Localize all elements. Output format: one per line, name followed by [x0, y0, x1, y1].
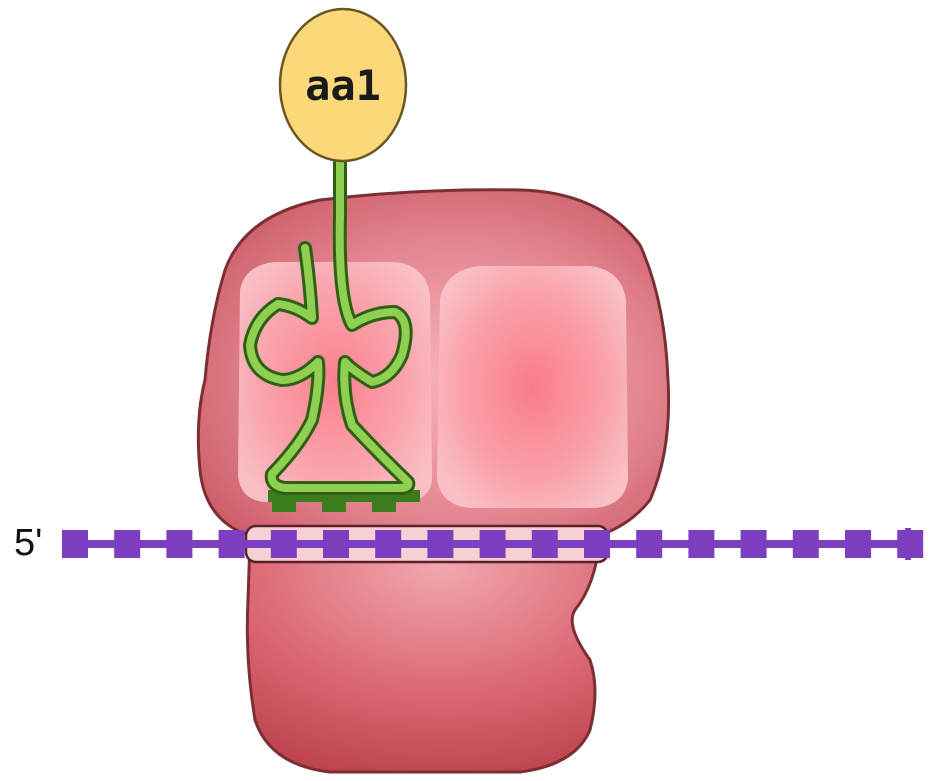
- mrna-base: [427, 530, 453, 558]
- mrna-base: [845, 530, 871, 558]
- a-site: [437, 266, 628, 508]
- mrna-base: [375, 530, 401, 558]
- mrna-base: [323, 530, 349, 558]
- mrna-base: [62, 530, 88, 558]
- anticodon-base-2: [322, 500, 346, 512]
- mrna-strand-icon: [62, 528, 923, 560]
- mrna-base: [219, 530, 245, 558]
- mrna-base: [793, 530, 819, 558]
- anticodon-base-3: [372, 500, 396, 512]
- mrna-base: [688, 530, 714, 558]
- mrna-base: [271, 530, 297, 558]
- mrna-3prime-end: [905, 528, 911, 560]
- mrna-base: [114, 530, 140, 558]
- mrna-base: [480, 530, 506, 558]
- mrna-base: [636, 530, 662, 558]
- amino-acid-label: aa1: [305, 61, 381, 110]
- five-prime-label: 5': [14, 522, 42, 564]
- mrna-base: [532, 530, 558, 558]
- small-ribosome-subunit: [247, 540, 600, 772]
- mrna-bases: [62, 530, 923, 558]
- mrna-base: [166, 530, 192, 558]
- mrna-base: [584, 530, 610, 558]
- mrna-base: [741, 530, 767, 558]
- amino-acid-icon: aa1: [280, 9, 406, 161]
- anticodon-base-1: [272, 500, 296, 512]
